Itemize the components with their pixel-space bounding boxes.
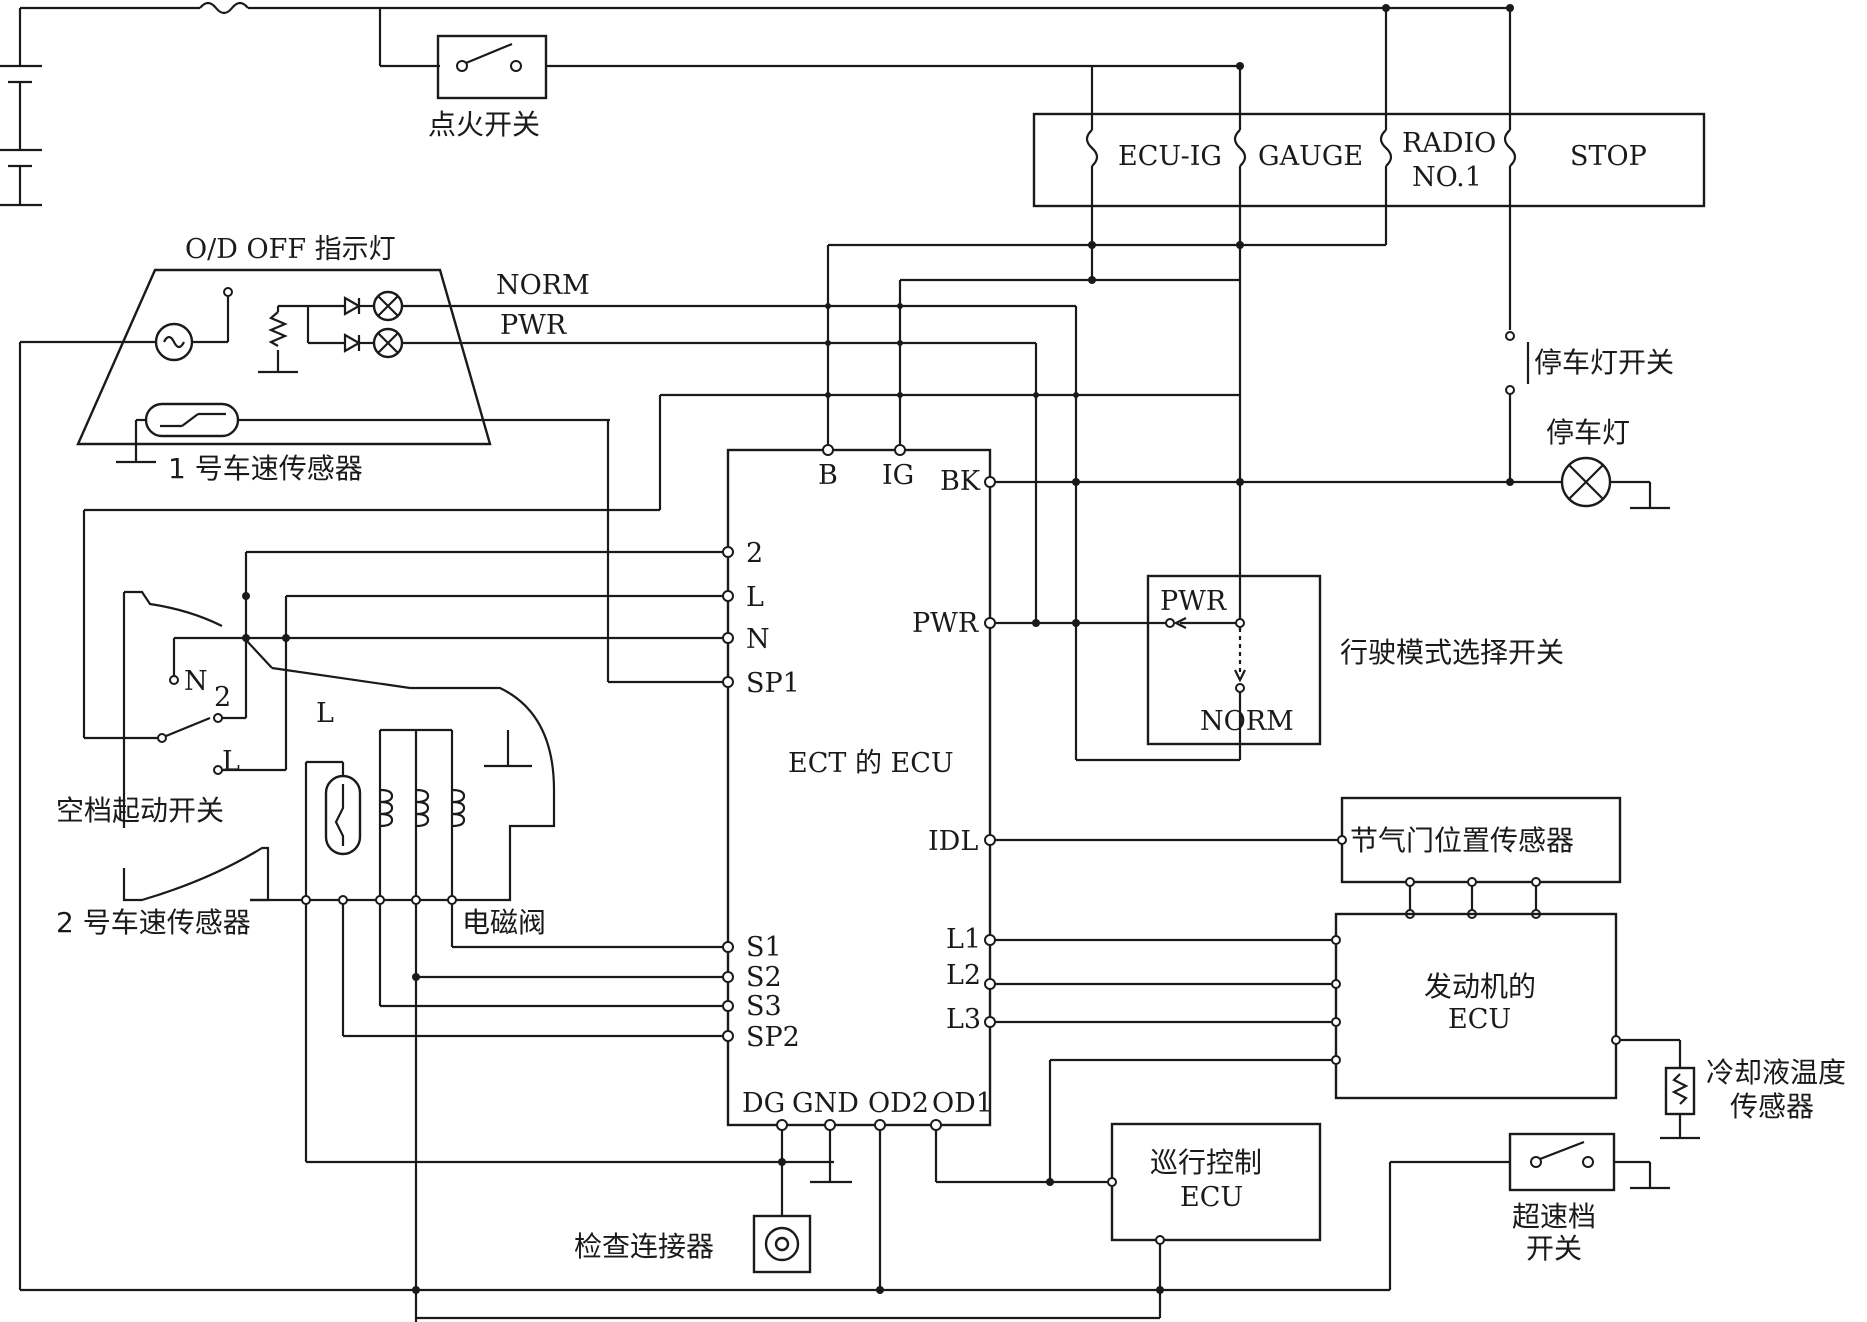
pin-ig: IG [882, 460, 914, 491]
mode-switch-label: 行驶模式选择开关 [1340, 636, 1564, 669]
speed-sensor-2 [122, 846, 270, 902]
mode-norm: NORM [1200, 706, 1294, 737]
ignition-switch: 点火开关 [378, 8, 1240, 141]
main-fuse [20, 1, 1510, 15]
ecu-label: ECT 的 ECU [788, 748, 954, 779]
pin-s3: S3 [746, 991, 782, 1022]
fuse-ecu-ig: ECU-IG [1118, 141, 1222, 172]
solenoid-block: L [250, 686, 556, 902]
check-connector-label: 检查连接器 [574, 1230, 714, 1263]
pin-bk: BK [940, 466, 981, 497]
pin-dg: DG [742, 1088, 785, 1119]
fuse-gauge: GAUGE [1258, 141, 1363, 172]
engine-ecu: 发动机的 ECU [1331, 912, 1621, 1100]
pin-l2: L2 [946, 960, 981, 991]
pin-n: N [746, 624, 770, 655]
ect-ecu: ECT 的 ECU B IG BK 2 L N SP1 S1 S2 S3 SP2… [722, 444, 996, 1131]
solenoid-label: 电磁阀 [462, 906, 546, 939]
battery [0, 8, 42, 207]
check-connector: 检查连接器 [574, 1130, 812, 1274]
coolant-line1: 冷却液温度 [1706, 1056, 1846, 1089]
fuse-radio: RADIO [1402, 128, 1496, 159]
neutral-2: 2 [214, 682, 231, 713]
brake-switch-label: 停车灯开关 [1534, 346, 1674, 379]
pin-2: 2 [746, 538, 763, 569]
pin-od1: OD1 [932, 1088, 993, 1119]
pwr-wire-label: PWR [500, 310, 567, 341]
pin-od2: OD2 [868, 1088, 929, 1119]
throttle-sensor-label: 节气门位置传感器 [1350, 824, 1574, 857]
coolant-line2: 传感器 [1730, 1090, 1814, 1123]
cruise-line1: 巡行控制 [1150, 1146, 1262, 1179]
overdrive-switch: 超速档 开关 [1508, 1132, 1670, 1265]
neutral-n: N [184, 666, 208, 697]
od-off-label: O/D OFF 指示灯 [185, 234, 396, 265]
fuse-no1: NO.1 [1412, 162, 1482, 193]
pin-sp1: SP1 [746, 668, 800, 699]
neutral-start-switch: N 2 L [122, 590, 411, 828]
throttle-sensor: 节气门位置传感器 [1337, 796, 1622, 884]
pin-l1: L1 [946, 924, 981, 955]
pin-gnd: GND [792, 1088, 859, 1119]
engine-ecu-line1: 发动机的 [1424, 970, 1536, 1003]
od-off-indicator: O/D OFF 指示灯 [20, 234, 610, 464]
speed-sensor-1-label: 1 号车速传感器 [168, 452, 363, 485]
pin-s1: S1 [746, 932, 782, 963]
pin-l: L [746, 582, 764, 613]
mode-select-switch: PWR NORM [1146, 574, 1322, 760]
pin-l3: L3 [946, 1004, 981, 1035]
neutral-switch-label: 空档起动开关 [56, 794, 224, 827]
engine-ecu-line2: ECU [1448, 1004, 1511, 1035]
brake-switch: 停车灯开关 [1505, 331, 1674, 482]
solenoid-l: L [316, 698, 334, 729]
od-switch-line1: 超速档 [1512, 1200, 1596, 1233]
fuse-stop: STOP [1570, 141, 1647, 172]
coolant-sensor: 冷却液温度 传感器 [1620, 1038, 1846, 1140]
pin-pwr: PWR [912, 608, 979, 639]
mode-pwr: PWR [1160, 586, 1227, 617]
pin-s2: S2 [746, 962, 782, 993]
cruise-line2: ECU [1180, 1182, 1243, 1213]
pin-b: B [818, 460, 838, 491]
brake-lamp-label: 停车灯 [1546, 416, 1630, 449]
brake-lamp: 停车灯 [1546, 416, 1670, 510]
fuse-box: ECU-IG GAUGE RADIO NO.1 STOP [1032, 8, 1706, 630]
cruise-ecu: 巡行控制 ECU [1107, 1122, 1322, 1245]
pin-idl: IDL [928, 826, 978, 857]
neutral-l: L [222, 746, 240, 777]
speed-sensor-2-label: 2 号车速传感器 [56, 906, 251, 939]
pin-sp2: SP2 [746, 1022, 800, 1053]
ignition-switch-label: 点火开关 [428, 108, 540, 141]
norm-wire-label: NORM [496, 270, 590, 301]
od-switch-line2: 开关 [1526, 1232, 1582, 1265]
